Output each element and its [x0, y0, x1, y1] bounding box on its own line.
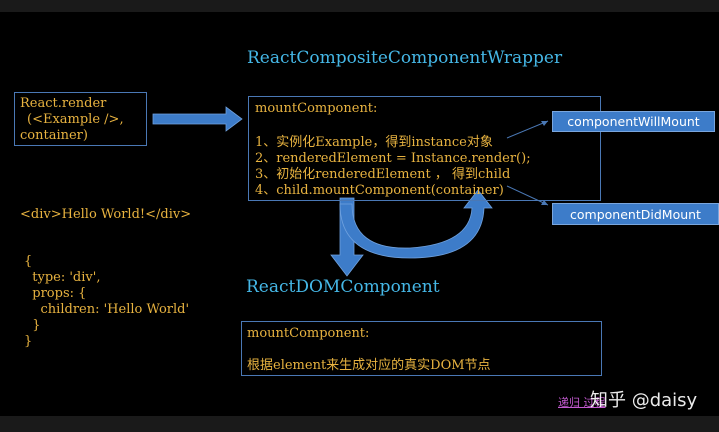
did-mount-arrowhead — [541, 200, 548, 205]
react-render-box: React.render (<Example />, container) — [14, 92, 147, 146]
faded-watermark: 递归 过程 — [558, 396, 606, 409]
component-will-mount-pill: componentWillMount — [552, 111, 715, 132]
mount-header: mountComponent: — [255, 101, 378, 116]
recursion-curve-arrow — [339, 189, 493, 259]
bottom-letterbox — [0, 416, 719, 432]
mount-step-2: 2、renderedElement = Instance.render(); — [255, 151, 531, 166]
top-letterbox — [0, 0, 719, 12]
will-mount-connector — [506, 120, 549, 139]
object-line-1: { — [24, 254, 33, 269]
object-line-3: props: { — [24, 286, 87, 301]
will-mount-arrowhead — [541, 121, 548, 126]
render-to-wrapper-arrow — [152, 106, 243, 132]
dom-mount-component-box: mountComponent: 根据element来生成对应的真实DOM节点 — [241, 321, 602, 376]
zhihu-watermark: 知乎 @daisy — [590, 390, 698, 411]
object-line-6: } — [24, 334, 33, 349]
mount-component-box: mountComponent: 1、实例化Example，得到instance对… — [248, 96, 601, 201]
component-did-mount-pill: componentDidMount — [552, 203, 719, 225]
object-line-4: children: 'Hello World' — [24, 302, 190, 317]
dom-component-title: ReactDOMComponent — [246, 277, 440, 297]
dom-mount-body: 根据element来生成对应的真实DOM节点 — [247, 358, 491, 373]
object-line-5: } — [24, 318, 41, 333]
did-mount-connector — [506, 185, 549, 206]
wrapper-title: ReactCompositeComponentWrapper — [247, 48, 563, 68]
mount-step-1: 1、实例化Example，得到instance对象 — [255, 135, 493, 150]
dom-mount-header: mountComponent: — [247, 326, 370, 341]
wrapper-to-dom-arrow — [330, 197, 364, 277]
object-line-2: type: 'div', — [24, 270, 101, 285]
render-line-3: container) — [20, 128, 88, 143]
render-line-1: React.render — [20, 96, 107, 111]
render-line-2: (<Example />, — [27, 112, 124, 127]
html-snippet: <div>Hello World!</div> — [20, 207, 192, 222]
mount-step-3: 3、初始化renderedElement ， 得到child — [255, 167, 511, 182]
mount-step-4: 4、child.mountComponent(container) — [255, 183, 504, 198]
